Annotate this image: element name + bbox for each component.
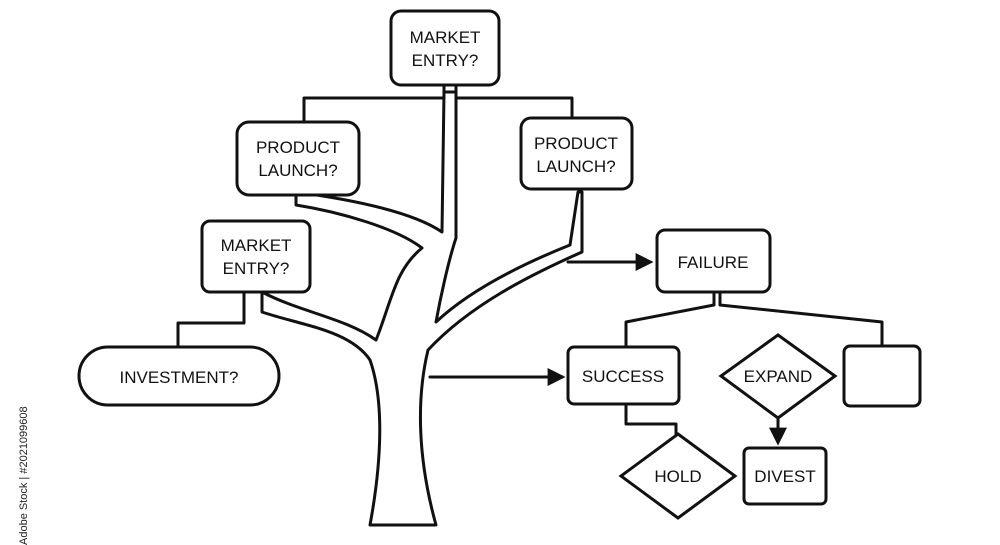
- connector-top-right: [454, 84, 574, 120]
- connector-failure-left: [624, 290, 716, 350]
- node-product-launch-left-line2: LAUNCH?: [258, 161, 337, 180]
- node-empty: [842, 344, 922, 408]
- node-product-launch-right-line1: PRODUCT: [534, 134, 618, 153]
- node-success-label: SUCCESS: [582, 367, 664, 386]
- node-product-launch-left: PRODUCT LAUNCH?: [235, 120, 361, 197]
- node-product-launch-right: PRODUCT LAUNCH?: [519, 116, 634, 191]
- node-investment: INVESTMENT?: [77, 345, 281, 407]
- node-market-entry-left-line2: ENTRY?: [223, 259, 290, 278]
- node-market-entry-top-line1: MARKET: [410, 28, 481, 47]
- tree-trunk: [260, 90, 584, 527]
- connector-success-hold: [624, 402, 678, 440]
- node-market-entry-top: MARKET ENTRY?: [389, 9, 501, 87]
- node-success: SUCCESS: [566, 345, 681, 406]
- node-divest-label: DIVEST: [754, 467, 815, 486]
- connector-investment: [176, 290, 246, 350]
- node-product-launch-right-line2: LAUNCH?: [536, 157, 615, 176]
- connector-failure-right: [718, 290, 884, 348]
- node-hold: HOLD: [618, 432, 738, 520]
- node-investment-label: INVESTMENT?: [119, 368, 238, 387]
- node-divest: DIVEST: [742, 446, 828, 506]
- node-market-entry-left: MARKET ENTRY?: [200, 219, 312, 294]
- connector-top-left: [302, 84, 446, 122]
- node-product-launch-left-line1: PRODUCT: [256, 138, 340, 157]
- watermark-side-text: Adobe Stock | #2021099608: [18, 406, 30, 545]
- node-market-entry-left-line1: MARKET: [221, 236, 292, 255]
- node-expand: EXPAND: [718, 333, 838, 420]
- node-failure: FAILURE: [655, 228, 772, 294]
- node-market-entry-top-line2: ENTRY?: [412, 51, 479, 70]
- node-expand-label: EXPAND: [744, 367, 813, 386]
- node-hold-label: HOLD: [654, 467, 701, 486]
- node-failure-label: FAILURE: [678, 253, 749, 272]
